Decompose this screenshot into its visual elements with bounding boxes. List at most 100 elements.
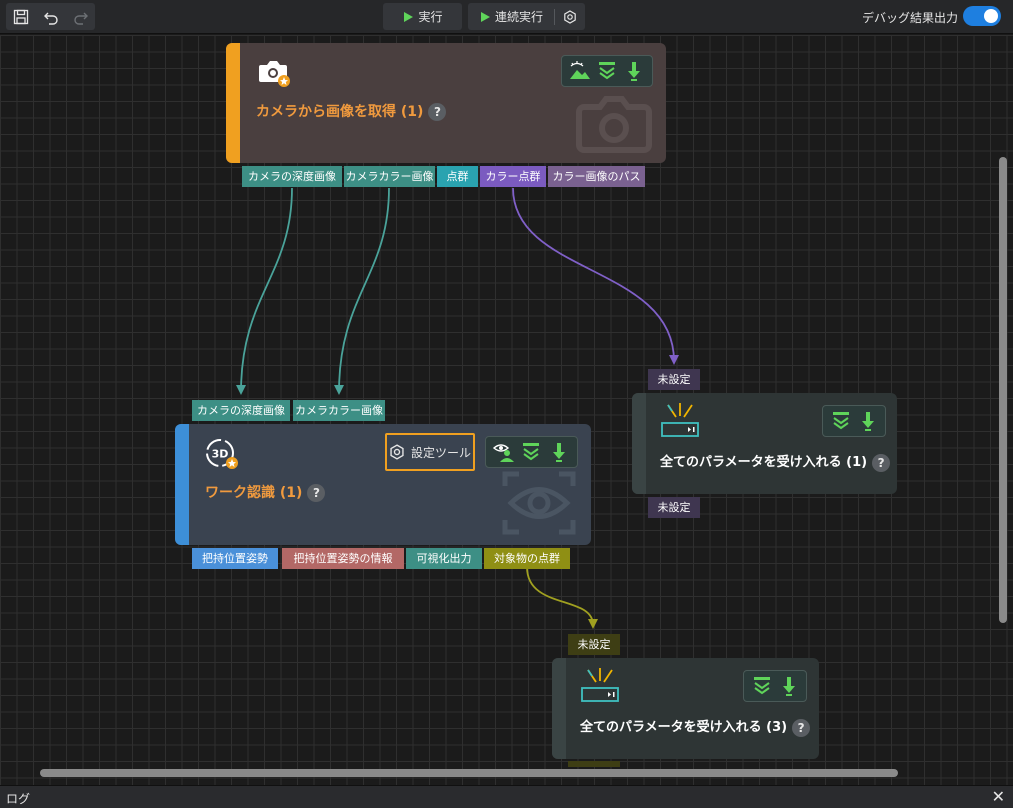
horizontal-scrollbar[interactable] xyxy=(40,769,898,777)
node-workpiece-recognition[interactable]: 3D ワーク認識 (1)? 設定ツール xyxy=(175,424,591,545)
wire-object-pointcloud xyxy=(526,566,594,626)
receiver-device-icon xyxy=(661,403,699,437)
node-title-text: 全てのパラメータを受け入れる (1) xyxy=(660,455,868,470)
input-port-depth-image[interactable]: カメラの深度画像 xyxy=(192,400,290,421)
camera-watermark-icon xyxy=(576,96,652,153)
download-button[interactable] xyxy=(621,58,647,84)
node-title: 全てのパラメータを受け入れる (1)? xyxy=(660,451,891,472)
collapse-button[interactable] xyxy=(828,408,854,434)
node-title-text: ワーク認識 (1) xyxy=(205,485,303,501)
node-title: カメラから画像を取得 (1)? xyxy=(256,101,447,121)
undo-button[interactable] xyxy=(36,3,66,30)
config-tool-button[interactable]: 設定ツール xyxy=(385,433,475,471)
node-title-text: 全てのパラメータを受け入れる (3) xyxy=(580,720,788,735)
arrow-down-icon xyxy=(861,412,874,431)
arrow-down-icon xyxy=(628,62,641,81)
log-panel-bar: ログ ✕ xyxy=(0,785,1013,808)
save-icon xyxy=(13,9,29,24)
double-chevron-down-icon xyxy=(523,443,540,461)
continuous-run-label: 連続実行 xyxy=(494,10,543,24)
output-port-color-image-path[interactable]: カラー画像のパス xyxy=(548,166,645,187)
help-icon[interactable]: ? xyxy=(792,718,811,737)
node-accent-strip xyxy=(552,658,566,759)
output-port-color-image[interactable]: カメラカラー画像 xyxy=(344,166,435,187)
node-capture-images[interactable]: カメラから画像を取得 (1)? xyxy=(226,43,666,163)
output-port-unset[interactable]: 未設定 xyxy=(648,497,700,518)
download-button[interactable] xyxy=(776,673,802,699)
close-icon[interactable]: ✕ xyxy=(991,787,1005,806)
wire-color-pointcloud xyxy=(512,187,675,362)
download-button[interactable] xyxy=(546,439,572,465)
run-button[interactable]: 実行 xyxy=(383,3,462,30)
eye-person-icon xyxy=(492,444,514,462)
connection-wires xyxy=(236,187,679,629)
toggle-knob xyxy=(984,9,998,23)
redo-button[interactable] xyxy=(66,3,95,30)
input-port-unset[interactable]: 未設定 xyxy=(568,634,620,655)
vertical-scrollbar[interactable] xyxy=(999,157,1007,623)
flow-canvas[interactable]: カメラから画像を取得 (1)? カメラの深度画像 カメラカラー画像 点群 カラー… xyxy=(0,35,1013,785)
output-port-stub xyxy=(568,761,620,767)
input-port-unset[interactable]: 未設定 xyxy=(648,369,700,390)
play-icon xyxy=(404,11,414,22)
image-eye-icon xyxy=(569,61,590,79)
node-title-text: カメラから画像を取得 (1) xyxy=(256,104,424,120)
wire-arrow xyxy=(334,385,344,395)
play-icon xyxy=(480,11,490,22)
node-title: 全てのパラメータを受け入れる (3)? xyxy=(580,716,811,737)
output-port-color-pointcloud[interactable]: カラー点群 xyxy=(480,166,546,187)
collapse-button[interactable] xyxy=(518,439,544,465)
node-receive-params-1[interactable]: 全てのパラメータを受け入れる (1)? xyxy=(632,393,897,494)
wire-depth-image xyxy=(240,187,293,393)
run-button-group: 実行 xyxy=(383,3,462,30)
download-button[interactable] xyxy=(855,408,881,434)
arrow-down-icon xyxy=(553,443,566,462)
double-chevron-down-icon xyxy=(598,62,615,80)
hex-gear-icon xyxy=(564,9,576,24)
log-label: ログ xyxy=(6,792,31,806)
output-port-visualization[interactable]: 可視化出力 xyxy=(406,548,482,569)
collapse-button[interactable] xyxy=(594,58,620,84)
continuous-run-settings-button[interactable] xyxy=(555,3,585,30)
help-icon[interactable]: ? xyxy=(872,453,891,472)
arrow-down-icon xyxy=(782,677,795,696)
node-actions xyxy=(485,436,578,468)
node-receive-params-3[interactable]: 全てのパラメータを受け入れる (3)? xyxy=(552,658,819,759)
input-port-color-image[interactable]: カメラカラー画像 xyxy=(293,400,385,421)
hex-gear-icon xyxy=(390,444,404,460)
collapse-button[interactable] xyxy=(749,673,775,699)
3d-recognition-icon: 3D xyxy=(206,439,238,469)
undo-icon xyxy=(44,12,58,25)
toolbar: 実行 連続実行 デバッグ結果出力 xyxy=(0,0,1013,34)
output-port-pointcloud[interactable]: 点群 xyxy=(437,166,478,187)
output-port-grasp-pose-info[interactable]: 把持位置姿勢の情報 xyxy=(282,548,404,569)
help-icon[interactable]: ? xyxy=(428,103,447,121)
continuous-run-button[interactable]: 連続実行 xyxy=(468,3,554,30)
visualize-button[interactable] xyxy=(491,439,517,465)
double-chevron-down-icon xyxy=(753,677,770,695)
node-accent-strip xyxy=(226,43,240,163)
save-button[interactable] xyxy=(6,3,36,30)
camera-icon xyxy=(259,61,290,87)
output-port-grasp-pose[interactable]: 把持位置姿勢 xyxy=(192,548,278,569)
wire-arrow xyxy=(236,385,246,395)
receiver-device-icon xyxy=(581,668,619,702)
run-label: 実行 xyxy=(418,10,443,24)
continuous-run-group: 連続実行 xyxy=(468,3,585,30)
eye-watermark-icon xyxy=(502,471,576,535)
3d-badge-text: 3D xyxy=(212,448,229,461)
double-chevron-down-icon xyxy=(832,412,849,430)
image-view-button[interactable] xyxy=(567,58,593,84)
output-port-depth-image[interactable]: カメラの深度画像 xyxy=(242,166,342,187)
help-icon[interactable]: ? xyxy=(307,484,326,502)
wire-arrow xyxy=(669,355,679,365)
node-title: ワーク認識 (1)? xyxy=(205,482,326,502)
config-tool-label: 設定ツール xyxy=(410,445,471,460)
node-actions xyxy=(561,55,653,87)
output-port-object-pointcloud[interactable]: 対象物の点群 xyxy=(484,548,570,569)
debug-output-toggle[interactable] xyxy=(963,6,1001,26)
node-accent-strip xyxy=(175,424,189,545)
file-actions-group xyxy=(6,3,95,30)
wire-arrow xyxy=(588,619,598,629)
